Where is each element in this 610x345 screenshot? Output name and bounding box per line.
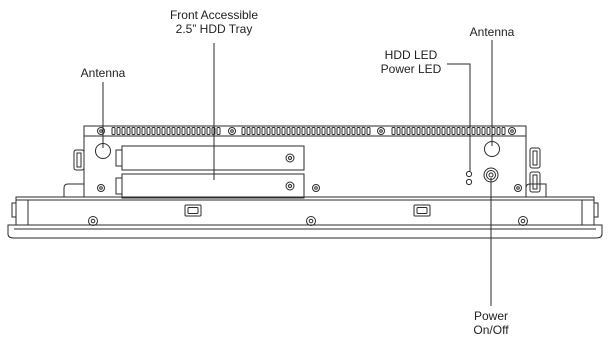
label-antenna-right: Antenna xyxy=(469,25,515,39)
leader-led xyxy=(447,63,471,171)
heatsink-fin xyxy=(351,127,356,135)
heatsink-fin xyxy=(431,127,436,135)
left-side-tab xyxy=(11,202,17,218)
power-led xyxy=(465,178,473,186)
front-bezel-base xyxy=(7,224,603,239)
heatsink-fin xyxy=(361,127,366,135)
heatsink-fin xyxy=(141,127,146,135)
chassis-box xyxy=(83,125,527,198)
heatsink-fin xyxy=(296,127,301,135)
heatsink-fin xyxy=(171,127,176,135)
mounting-brackets xyxy=(63,147,547,197)
heatsink-fin xyxy=(496,127,501,135)
heatsink-fin xyxy=(276,127,281,135)
heatsink-fin xyxy=(456,127,461,135)
heatsink-fin xyxy=(461,127,466,135)
heatsink-fin xyxy=(326,127,331,135)
heatsink-fin xyxy=(401,127,406,135)
heatsink-fin xyxy=(241,127,246,135)
hdd-tray-lower xyxy=(115,173,305,199)
front-panel-slots xyxy=(184,204,431,217)
heatsink-fin xyxy=(446,127,451,135)
hdd-tray-upper xyxy=(115,145,305,171)
heatsink-fin xyxy=(346,127,351,135)
heatsink-fin xyxy=(286,127,291,135)
heatsink-fin xyxy=(411,127,416,135)
heatsink-fins xyxy=(111,127,506,135)
heatsink-fin xyxy=(216,127,221,135)
heatsink-fin xyxy=(131,127,136,135)
heatsink-fin xyxy=(251,127,256,135)
heatsink-fin xyxy=(281,127,286,135)
heatsink-fin xyxy=(166,127,171,135)
heatsink-fin xyxy=(176,127,181,135)
heatsink-fin xyxy=(266,127,271,135)
heatsink-fin xyxy=(246,127,251,135)
right-side-tab xyxy=(593,202,599,218)
heatsink-fin xyxy=(476,127,481,135)
heatsink-fin xyxy=(261,127,266,135)
heatsink-fin xyxy=(471,127,476,135)
heatsink-fin xyxy=(366,127,371,135)
heatsink-fin xyxy=(316,127,321,135)
label-hdd-tray-line1: Front Accessible xyxy=(169,8,259,22)
heatsink-fin xyxy=(356,127,361,135)
heatsink-fin xyxy=(256,127,261,135)
heatsink-fin xyxy=(321,127,326,135)
heatsink-fin xyxy=(486,127,491,135)
heatsink-fin xyxy=(121,127,126,135)
heatsink-fin xyxy=(191,127,196,135)
heatsink-fin xyxy=(161,127,166,135)
leader-lines xyxy=(102,40,493,306)
heatsink-fin xyxy=(336,127,341,135)
heatsink-fin xyxy=(156,127,161,135)
label-power-line1: Power xyxy=(473,309,508,323)
heatsink-fin xyxy=(111,127,116,135)
chassis-screws xyxy=(97,127,522,192)
heatsink-fin xyxy=(116,127,121,135)
heatsink-fin xyxy=(196,127,201,135)
heatsink-fin xyxy=(201,127,206,135)
heatsink-fin xyxy=(391,127,396,135)
front-panel-body xyxy=(15,196,595,226)
heatsink-fin xyxy=(306,127,311,135)
label-power-led: Power LED xyxy=(380,62,442,76)
heatsink-fin xyxy=(311,127,316,135)
heatsink-fin xyxy=(136,127,141,135)
heatsink-fin xyxy=(421,127,426,135)
heatsink-fin xyxy=(331,127,336,135)
heatsink-fin xyxy=(271,127,276,135)
label-antenna-left: Antenna xyxy=(80,66,126,80)
label-hdd-led: HDD LED xyxy=(384,48,438,62)
heatsink-fin xyxy=(341,127,346,135)
label-power-on-off: Power On/Off xyxy=(461,309,521,337)
heatsink-fin xyxy=(436,127,441,135)
label-power-line2: On/Off xyxy=(473,323,509,337)
heatsink-fin xyxy=(481,127,486,135)
heatsink-fin xyxy=(151,127,156,135)
heatsink-fin xyxy=(206,127,211,135)
heatsink-fin xyxy=(291,127,296,135)
hdd-led xyxy=(465,170,473,178)
heatsink-fin xyxy=(406,127,411,135)
heatsink-fin xyxy=(181,127,186,135)
label-hdd-tray-line2: 2.5” HDD Tray xyxy=(175,22,253,36)
heatsink-fin xyxy=(186,127,191,135)
label-leds: HDD LED Power LED xyxy=(375,48,447,76)
heatsink-fin xyxy=(426,127,431,135)
heatsink-fin xyxy=(301,127,306,135)
label-hdd-tray: Front Accessible 2.5” HDD Tray xyxy=(148,8,280,36)
heatsink-fin xyxy=(146,127,151,135)
heatsink-fin xyxy=(451,127,456,135)
front-panel-screws xyxy=(88,216,528,226)
heatsink-fin xyxy=(416,127,421,135)
heatsink-fin xyxy=(396,127,401,135)
heatsink-fin xyxy=(441,127,446,135)
heatsink-fin xyxy=(126,127,131,135)
heatsink-fin xyxy=(501,127,506,135)
